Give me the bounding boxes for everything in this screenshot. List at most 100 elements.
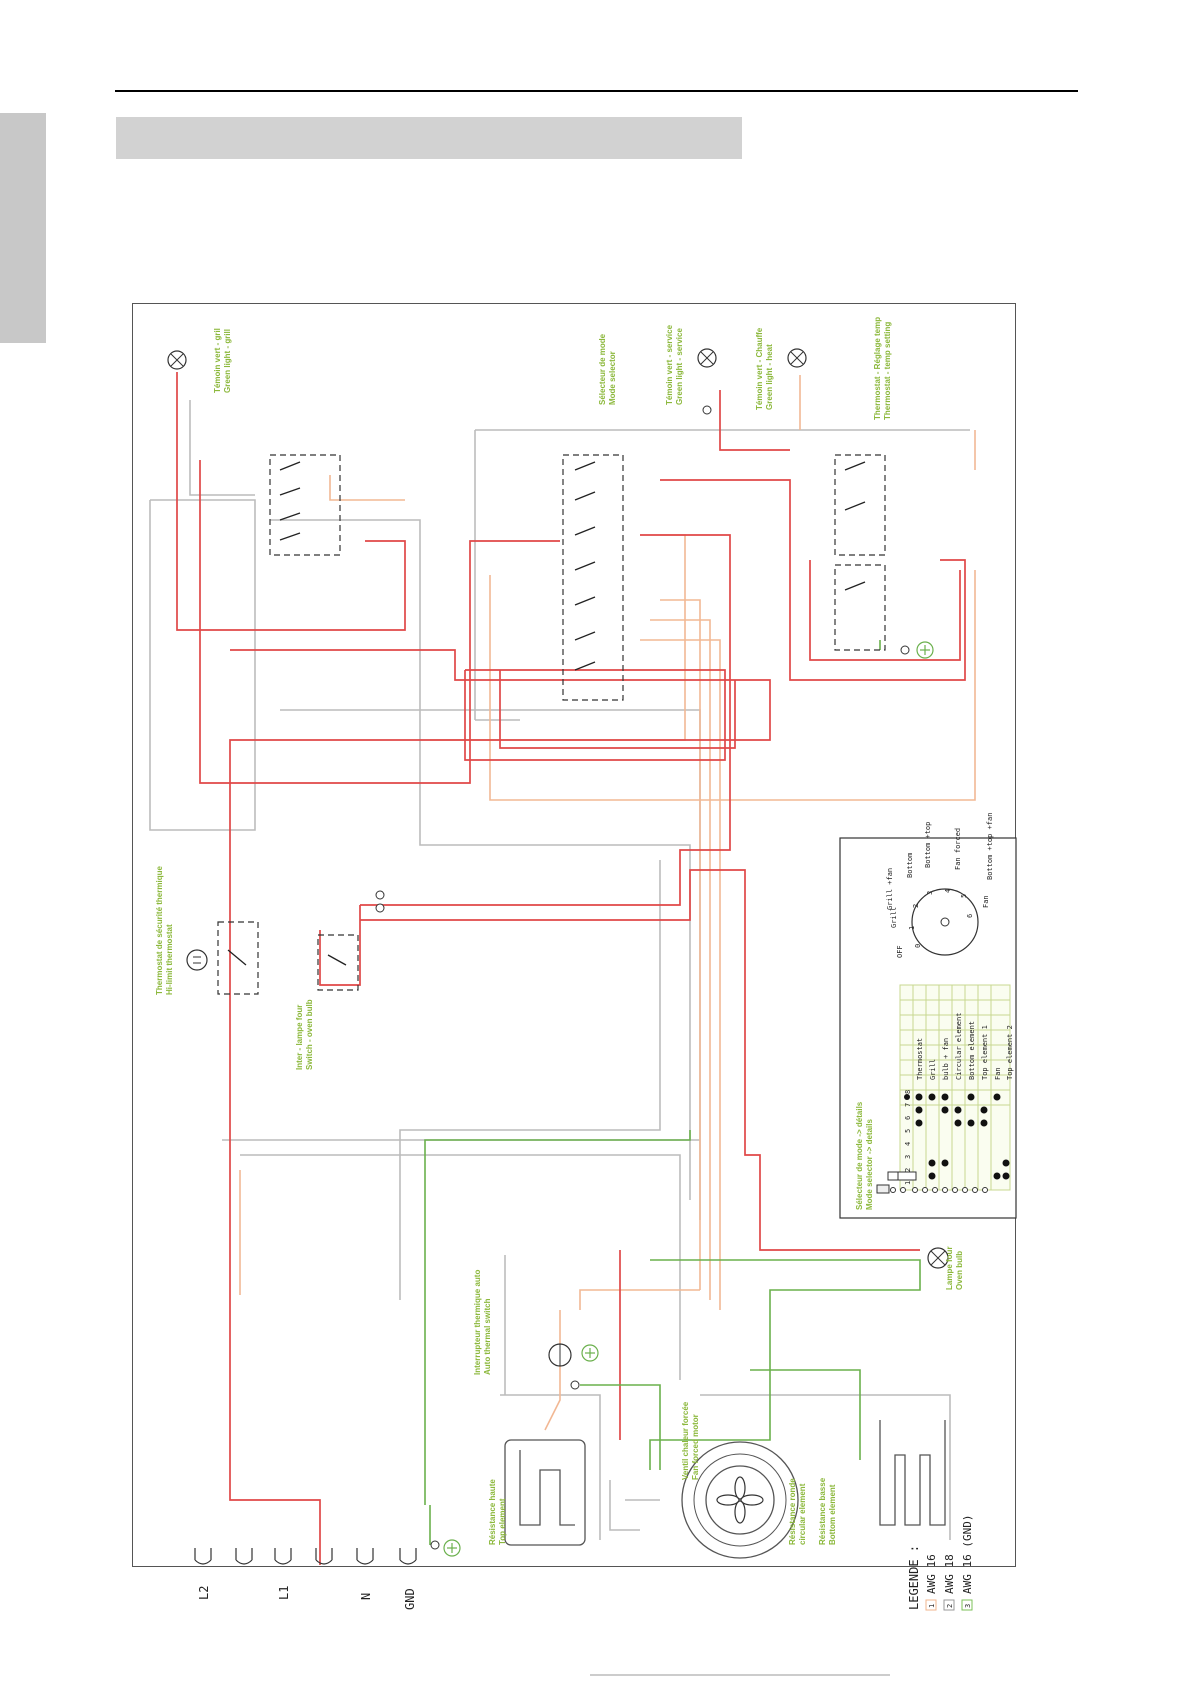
label-auto-thermal-switch-en: Auto thermal switch	[483, 1298, 492, 1375]
selector-contact-strip	[876, 1171, 988, 1194]
legend-label: AWG 16 (GND)	[961, 1515, 974, 1594]
connector-dots	[375, 405, 910, 1550]
label-mode-selector-fr: Sélecteur de mode	[598, 333, 607, 405]
dial-positions: OFF Grill Grill +fan Bottom Bottom +top …	[886, 813, 994, 958]
label-green-light-service-en: Green light - service	[675, 328, 684, 405]
label-oven-lamp-switch-en: Switch - oven bulb	[305, 999, 314, 1070]
svg-text:Top element 2: Top element 2	[1006, 1025, 1014, 1080]
label-bottom-element-en: Bottom element	[828, 1484, 837, 1545]
footer-scan-artifact	[590, 1674, 890, 1676]
selector-grid	[899, 984, 1011, 1191]
label-auto-thermal-switch-fr: Interrupteur thermique auto	[473, 1270, 482, 1375]
label-safety-thermostat-en: Hi-limit thermostat	[165, 924, 174, 995]
svg-text:Thermostat - Réglage tempTherm: Thermostat - Réglage tempThermostat - te…	[873, 317, 892, 420]
svg-text:1: 1	[904, 1181, 912, 1185]
svg-text:OFF: OFF	[896, 945, 904, 958]
label-green-light-grill-fr: Témoin vert - gril	[213, 328, 222, 393]
svg-text:Bottom: Bottom	[906, 853, 914, 878]
svg-text:Fan: Fan	[994, 1067, 1002, 1080]
svg-text:Top element 1: Top element 1	[981, 1025, 989, 1080]
svg-text:Témoin vert - ChauffeGreen lig: Témoin vert - ChauffeGreen light - heat	[755, 327, 774, 410]
terminal-n: N	[359, 1593, 373, 1600]
svg-text:Ventil chaleur forcéeFan force: Ventil chaleur forcéeFan forced motor	[681, 1401, 700, 1480]
terminal-blocks	[194, 1548, 417, 1565]
legend-item-2: 2 AWG 18	[943, 1554, 956, 1611]
svg-text:Sélecteur de mode -> détailsMo: Sélecteur de mode -> détailsMode selecto…	[855, 1101, 874, 1210]
label-circular-element-en: circular element	[798, 1483, 807, 1545]
selector-dots	[904, 1093, 1010, 1180]
bottom-element-symbol	[879, 1420, 946, 1526]
svg-text:Résistance basseBottom element: Résistance basseBottom element	[818, 1477, 837, 1545]
svg-text:Circular element: Circular element	[955, 1013, 963, 1080]
label-fan-motor-en: Fan forced motor	[691, 1414, 700, 1480]
label-top-element-en: Top element	[498, 1498, 507, 1545]
label-green-light-heat-en: Green light - heat	[765, 344, 774, 410]
legend-label: AWG 16	[925, 1554, 938, 1594]
svg-text:6: 6	[904, 1116, 912, 1120]
label-circular-element-fr: Résistance ronde	[788, 1478, 797, 1545]
green-light-heat	[787, 348, 807, 368]
svg-text:Témoin vert - serviceGreen lig: Témoin vert - serviceGreen light - servi…	[665, 324, 684, 405]
ground-icon	[443, 1539, 461, 1557]
svg-text:Bottom +top +fan: Bottom +top +fan	[986, 813, 994, 880]
svg-text:Résistance hauteTop element: Résistance hauteTop element	[488, 1479, 507, 1545]
svg-text:Témoin vert - grilGreen light: Témoin vert - grilGreen light - grill	[213, 328, 232, 393]
label-green-light-grill-en: Green light - grill	[223, 329, 232, 393]
legend-title: LEGENDE :	[907, 1545, 921, 1610]
label-fan-motor-fr: Ventil chaleur forcée	[681, 1401, 690, 1480]
label-oven-lamp-switch-fr: Inter - lampe four	[295, 1005, 304, 1070]
label-green-light-service-fr: Témoin vert - service	[665, 324, 674, 405]
svg-text:Bottom +top: Bottom +top	[924, 822, 932, 868]
ground-icon	[581, 1344, 599, 1362]
svg-text:Résistance rondecircular eleme: Résistance rondecircular element	[788, 1478, 807, 1545]
svg-text:1: 1	[908, 926, 916, 930]
legend-label: AWG 18	[943, 1554, 956, 1594]
svg-text:Fan: Fan	[982, 895, 990, 908]
label-bottom-element-fr: Résistance basse	[818, 1477, 827, 1545]
svg-text:Bottom element: Bottom element	[968, 1021, 976, 1080]
dial-numbers: 0 1 2 3 4 5 6	[908, 889, 974, 948]
label-thermostat-fr: Thermostat - Réglage temp	[873, 317, 882, 420]
header-bar	[116, 117, 742, 159]
svg-text:Interrupteur thermique autoAut: Interrupteur thermique autoAuto thermal …	[473, 1270, 492, 1375]
label-thermostat-en: Thermostat - temp setting	[883, 322, 892, 420]
svg-text:bulb + fan: bulb + fan	[942, 1038, 950, 1080]
svg-text:3: 3	[904, 1155, 912, 1159]
fan-icon	[716, 1476, 764, 1524]
terminal-l2: L2	[197, 1586, 211, 1600]
legend-item-1: 1 AWG 16	[925, 1554, 938, 1611]
label-oven-lamp-en: Oven bulb	[955, 1251, 964, 1290]
ground-icon	[916, 641, 934, 659]
label-selector-details-en: Mode selector -> details	[865, 1119, 874, 1210]
green-light-grill	[167, 350, 187, 370]
svg-text:3: 3	[964, 1604, 972, 1608]
svg-text:1: 1	[928, 1604, 936, 1608]
green-light-service	[697, 348, 717, 368]
switch-contacts	[227, 461, 866, 966]
legend: LEGENDE : 1 AWG 16 2 AWG 18 3 AWG 16 (GN…	[907, 1515, 974, 1611]
svg-text:2: 2	[912, 904, 920, 908]
svg-text:5: 5	[960, 894, 968, 898]
svg-text:Thermostat de sécurité thermiq: Thermostat de sécurité thermiqueHi-limit…	[155, 866, 174, 995]
auto-thermal-switch-symbol	[548, 1343, 572, 1367]
label-oven-lamp-fr: Lampe four	[945, 1246, 954, 1290]
svg-text:8: 8	[904, 1090, 912, 1094]
svg-text:Grill: Grill	[929, 1059, 937, 1080]
svg-text:Thermostat: Thermostat	[916, 1038, 924, 1080]
top-rule	[115, 90, 1078, 92]
selector-dial-icon	[911, 888, 979, 956]
terminal-labels: L2 L1 N GND	[197, 1586, 417, 1610]
svg-text:Inter - lampe fourSwitch - ove: Inter - lampe fourSwitch - oven bulb	[295, 999, 314, 1070]
component-labels: Témoin vert - grilGreen light - grill Sé…	[155, 317, 964, 1545]
svg-text:2: 2	[946, 1604, 954, 1608]
svg-text:2: 2	[904, 1168, 912, 1172]
svg-text:Fan forced: Fan forced	[954, 828, 962, 870]
terminal-l1: L1	[277, 1586, 291, 1600]
terminal-gnd: GND	[403, 1588, 417, 1610]
svg-text:0: 0	[914, 944, 922, 948]
selector-detail-panel: Sélecteur de mode -> détailsMode selecto…	[839, 813, 1017, 1219]
svg-text:6: 6	[966, 914, 974, 918]
circular-element-symbol	[681, 1441, 799, 1559]
selector-column-numbers: 1 2 3 4 5 6 7 8	[904, 1090, 912, 1185]
